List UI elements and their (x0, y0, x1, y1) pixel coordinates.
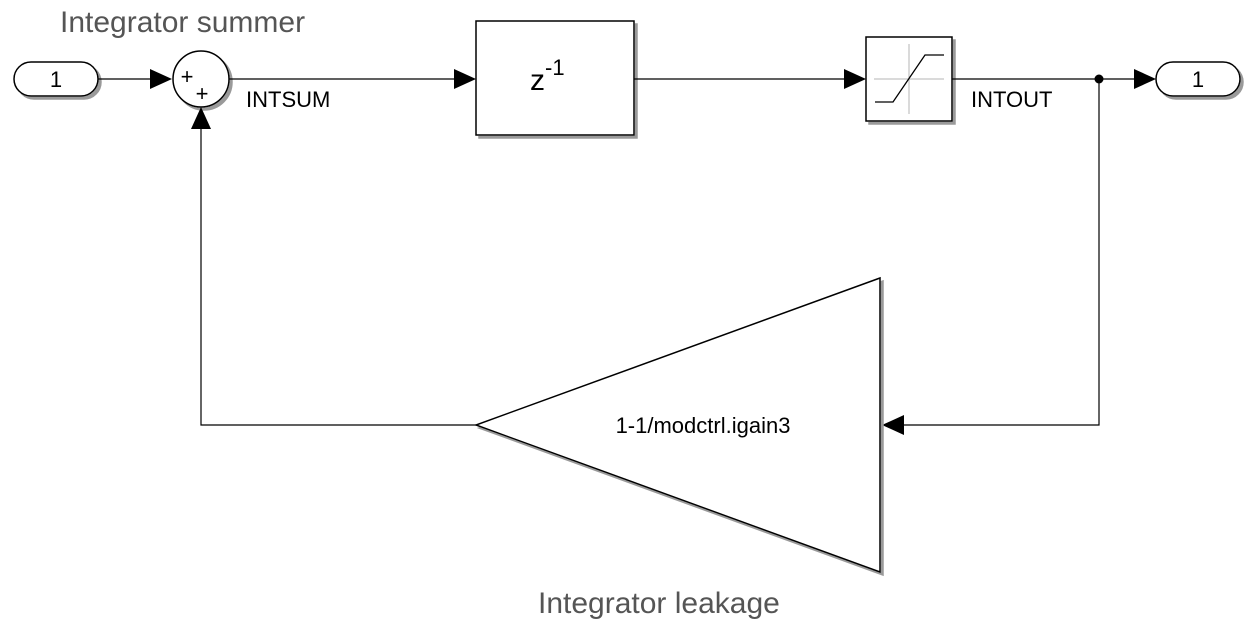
gain-block[interactable]: 1-1/modctrl.igain3 (473, 276, 881, 574)
sum-block[interactable]: + + (172, 50, 230, 108)
outport-block[interactable]: 1 (1155, 61, 1241, 97)
wire-intsum[interactable] (229, 69, 476, 89)
wire-intout[interactable] (952, 69, 1156, 89)
gain-expression: 1-1/modctrl.igain3 (616, 413, 791, 438)
intsum-signal-label: INTSUM (246, 87, 330, 112)
delay-exponent: -1 (545, 55, 565, 80)
wire-delay-to-saturation[interactable] (634, 69, 866, 89)
integrator-summer-title: Integrator summer (60, 6, 305, 39)
delay-base: z (530, 64, 545, 97)
unit-delay-block[interactable]: z-1 (475, 20, 635, 136)
inport-block[interactable]: 1 (13, 61, 99, 97)
wire-gain-to-sum[interactable] (191, 107, 476, 426)
outport-number: 1 (1192, 67, 1204, 92)
wire-feedback-to-gain[interactable] (882, 79, 1100, 435)
integrator-leakage-title: Integrator leakage (538, 587, 780, 620)
inport-number: 1 (50, 67, 62, 92)
sum-sign-bottom: + (196, 81, 209, 106)
saturation-block[interactable] (865, 36, 953, 122)
saturation-icon (874, 44, 944, 114)
delay-label: z-1 (530, 55, 565, 97)
sum-sign-top: + (181, 64, 194, 89)
wire-inport-to-sum[interactable] (98, 69, 172, 89)
intout-signal-label: INTOUT (971, 87, 1052, 112)
